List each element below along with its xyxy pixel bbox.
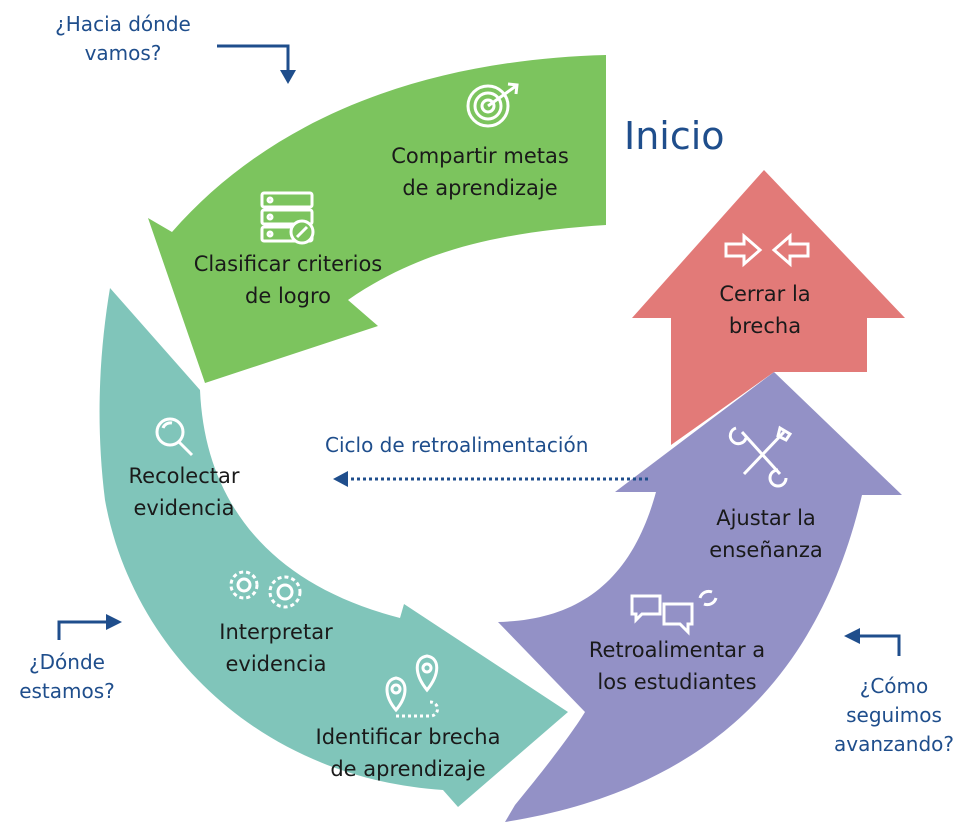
- question-where-are-line-1: ¿Dónde: [29, 650, 105, 674]
- step-close-gap-line-2: brecha: [728, 314, 802, 338]
- step-classify-criteria-line-2: de logro: [245, 284, 331, 308]
- step-classify-criteria: Clasificar criterios de logro: [166, 248, 410, 312]
- step-collect-evidence-line-1: Recolectar: [128, 464, 240, 488]
- green-segment: [148, 55, 606, 383]
- question-where-are: ¿Dónde estamos?: [0, 648, 134, 706]
- step-close-gap-line-1: Cerrar la: [719, 282, 811, 306]
- feedback-arrowhead: [333, 471, 348, 487]
- step-share-goals: Compartir metas de aprendizaje: [366, 140, 594, 204]
- step-collect-evidence: Recolectar evidencia: [104, 460, 264, 524]
- where-are-connector: [57, 620, 108, 640]
- step-adjust-teaching: Ajustar la enseñanza: [678, 502, 854, 566]
- target-icon: [466, 82, 519, 128]
- converging-arrows-icon: [724, 232, 810, 268]
- question-how-advance-line-2: seguimos: [846, 703, 942, 727]
- feedback-cycle-label: Ciclo de retroalimentación: [325, 433, 589, 457]
- map-pins-icon: [385, 654, 439, 718]
- step-identify-gap-line-1: Identificar brecha: [315, 725, 501, 749]
- step-give-feedback-line-1: Retroalimentar a: [588, 638, 766, 662]
- step-collect-evidence-line-2: evidencia: [133, 496, 235, 520]
- start-title: Inicio: [624, 114, 725, 158]
- step-give-feedback-line-2: los estudiantes: [597, 670, 757, 694]
- question-how-advance: ¿Cómo seguimos avanzando?: [819, 672, 969, 759]
- red-arrow: [632, 170, 905, 445]
- how-advance-arrowhead: [844, 628, 860, 644]
- tools-icon: [728, 425, 793, 488]
- magnifier-icon: [155, 417, 194, 457]
- step-interpret-evidence: Interpretar evidencia: [196, 616, 356, 680]
- gears-icon: [229, 570, 302, 609]
- server-check-icon: [260, 191, 315, 245]
- step-share-goals-line-1: Compartir metas: [391, 144, 569, 168]
- step-identify-gap-line-2: de aprendizaje: [330, 757, 486, 781]
- step-classify-criteria-line-1: Clasificar criterios: [193, 252, 383, 276]
- where-going-connector: [217, 44, 290, 72]
- step-adjust-teaching-line-1: Ajustar la: [716, 506, 816, 530]
- step-give-feedback: Retroalimentar a los estudiantes: [562, 634, 792, 698]
- where-going-arrowhead: [280, 70, 296, 84]
- step-identify-gap: Identificar brecha de aprendizaje: [288, 721, 528, 785]
- how-advance-connector: [858, 634, 901, 656]
- question-where-are-line-2: estamos?: [19, 679, 115, 703]
- step-interpret-evidence-line-1: Interpretar: [219, 620, 333, 644]
- question-where-going-line-2: vamos?: [84, 41, 162, 65]
- chat-refresh-icon: [630, 589, 718, 636]
- teal-segment: [99, 288, 569, 807]
- where-are-arrowhead: [106, 614, 122, 630]
- question-where-going: ¿Hacia dónde vamos?: [28, 10, 218, 68]
- step-close-gap: Cerrar la brecha: [690, 278, 840, 342]
- question-how-advance-line-1: ¿Cómo: [859, 674, 929, 698]
- step-share-goals-line-2: de aprendizaje: [402, 176, 558, 200]
- step-interpret-evidence-line-2: evidencia: [225, 652, 327, 676]
- question-where-going-line-1: ¿Hacia dónde: [55, 12, 191, 36]
- question-how-advance-line-3: avanzando?: [834, 732, 954, 756]
- step-adjust-teaching-line-2: enseñanza: [709, 538, 823, 562]
